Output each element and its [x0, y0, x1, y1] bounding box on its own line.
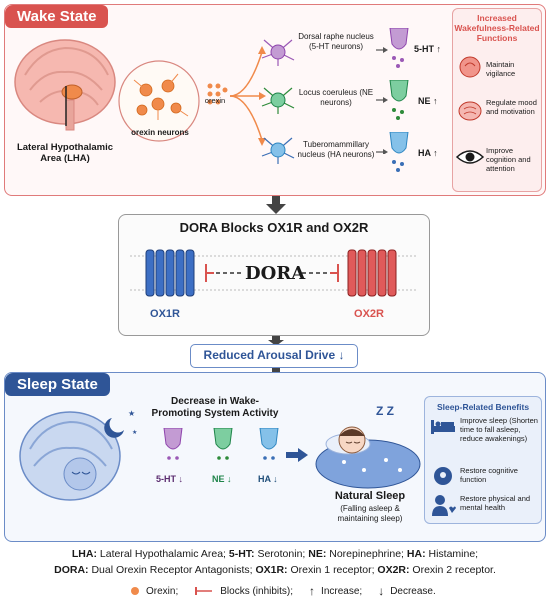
bed-icon: [431, 420, 455, 434]
svg-text:★: ★: [128, 409, 135, 418]
orexin-branch-arrows: [229, 46, 266, 146]
raphe-neuron-icon: [261, 39, 295, 66]
ox2r-label: OX2R: [354, 308, 384, 320]
wake-functions-title: Increased Wakefulness-Related Functions: [454, 13, 540, 43]
orexin-label: orexin: [204, 96, 226, 105]
person-heart-icon: [432, 495, 456, 516]
legend-blocks: Blocks (inhibits);: [220, 585, 294, 597]
ox1r-label: OX1R: [150, 308, 180, 320]
dora-title: DORA Blocks OX1R and OX2R: [179, 220, 369, 235]
legend-increase: Increase;: [321, 585, 363, 597]
dora-receptor-diagram: [130, 249, 416, 297]
dora-label: DORA: [245, 263, 306, 284]
abbrev-value: Lateral Hypothalamic Area;: [96, 548, 229, 560]
wake-item-1: Maintain vigilance: [486, 60, 516, 78]
lha-pointer: [65, 86, 67, 126]
sleep-terminal-ha-icon: [259, 428, 279, 460]
abbrev-key: 5-HT:: [228, 548, 255, 560]
reduced-arousal-box: Reduced Arousal Drive ↓: [190, 344, 358, 368]
orexin-dots: [207, 83, 228, 105]
nt-5ht-decrease: 5-HT ↓: [156, 474, 183, 484]
abbrev-key: HA:: [406, 548, 426, 560]
sleep-item-3: Restore physical and mental health: [460, 494, 531, 512]
raphe-label: Dorsal raphe nucleus (5-HT neurons): [298, 32, 374, 51]
terminal-5ht-icon: [389, 28, 409, 68]
orexin-neurons-circle: [118, 60, 200, 142]
orexin-neurons-label: orexin neurons: [131, 128, 189, 137]
abbrev-value: Norepinephrine;: [326, 548, 407, 560]
sleep-item-2: Restore cognitive function: [460, 466, 518, 484]
abbrev-value: Orexin 2 receptor.: [409, 564, 496, 576]
sleep-item-1: Improve sleep (Shorten time to fall asle…: [460, 416, 538, 443]
abbrev-key: OX1R:: [255, 564, 288, 576]
down-arrow-icon: ↓: [378, 584, 385, 598]
nt-ha-increase: HA ↑: [418, 148, 438, 158]
wake-state-tag: Wake State: [5, 5, 109, 28]
down-arrow-2: [268, 336, 284, 346]
natural-sleep-label: Natural Sleep: [334, 490, 406, 502]
up-arrow-icon: ↑: [309, 584, 316, 598]
sleep-terminal-5ht-icon: [163, 428, 183, 460]
abbrev-key: DORA:: [54, 564, 89, 576]
sleep-right-arrow: [286, 448, 308, 462]
head-icon: [459, 56, 481, 78]
sleep-benefits-title: Sleep-Related Benefits: [436, 402, 530, 412]
nt-ne-increase: NE ↑: [418, 96, 438, 106]
terminal-ha-icon: [389, 132, 409, 172]
decrease-title: Decrease in Wake-Promoting System Activi…: [151, 396, 279, 419]
tuberomammillary-neuron-icon: [261, 137, 295, 164]
sleep-state-tag: Sleep State: [5, 373, 110, 396]
sleeping-brain-illustration: ★ ★: [19, 409, 137, 501]
down-arrow-1: [266, 196, 286, 214]
brain-icon: [458, 101, 482, 121]
wake-item-2: Regulate mood and motivation: [486, 98, 537, 116]
sleep-terminal-ne-icon: [213, 428, 233, 460]
nt-ha-decrease: HA ↓: [258, 474, 278, 484]
legend-decrease: Decrease.: [390, 585, 436, 597]
eye-icon: [456, 150, 484, 164]
abbrev-value: Histamine;: [425, 548, 479, 560]
natural-sleep-sub: (Falling asleep & maintaining sleep): [337, 504, 403, 523]
abbrev-key: LHA:: [71, 548, 97, 560]
blocks-icon: [195, 587, 213, 595]
zz-text: Z Z: [376, 404, 394, 418]
brain-illustration: [14, 39, 116, 131]
lha-label: Lateral Hypothalamic Area (LHA): [16, 142, 114, 165]
abbrev-key: OX2R:: [377, 564, 410, 576]
sleeping-person-illustration: [315, 426, 421, 489]
abbreviations-line-2: DORA: Dual Orexin Receptor Antagonists; …: [0, 564, 550, 576]
orexin-dot-icon: [131, 587, 139, 595]
coeruleus-label: Locus coeruleus (NE neurons): [298, 88, 374, 107]
svg-text:★: ★: [132, 429, 137, 436]
legend: Orexin; Blocks (inhibits); ↑ Increase; ↓…: [130, 584, 436, 598]
tuberomammillary-label: Tuberomammillary nucleus (HA neurons): [297, 140, 375, 159]
terminal-arrows: [376, 47, 388, 154]
coeruleus-neuron-icon: [261, 87, 295, 114]
legend-orexin: Orexin;: [146, 585, 179, 597]
abbreviations-line-1: LHA: Lateral Hypothalamic Area; 5-HT: Se…: [0, 548, 550, 560]
abbrev-value: Serotonin;: [254, 548, 309, 560]
nt-5ht-increase: 5-HT ↑: [414, 44, 441, 54]
abbrev-key: NE:: [308, 548, 327, 560]
head-icon: [434, 467, 452, 485]
nt-ne-decrease: NE ↓: [212, 474, 232, 484]
terminal-ne-icon: [389, 80, 409, 120]
wake-item-3: Improve cognition and attention: [486, 146, 531, 173]
abbrev-value: Orexin 1 receptor;: [287, 564, 378, 576]
abbrev-value: Dual Orexin Receptor Antagonists;: [88, 564, 256, 576]
